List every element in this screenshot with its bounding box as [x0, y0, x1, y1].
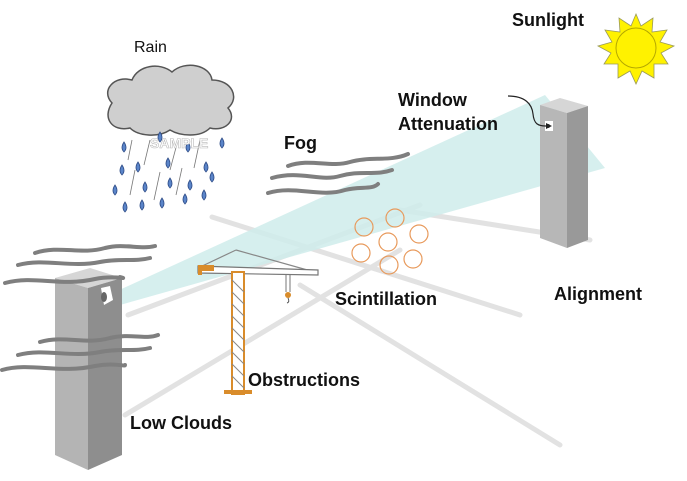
- optical-beam: [115, 95, 605, 305]
- ground-line: [297, 282, 563, 448]
- label-rain: Rain: [134, 39, 167, 56]
- rain-cloud-icon: SAMPLE: [106, 64, 235, 213]
- label-window-attenuation-line1: Window: [398, 90, 467, 110]
- label-alignment: Alignment: [554, 284, 642, 304]
- scintillation-icon: [351, 208, 429, 275]
- ground-lines: [122, 202, 593, 448]
- label-window-attenuation-line2: Attenuation: [398, 114, 498, 134]
- rain-drops: [112, 131, 225, 213]
- label-fog: Fog: [284, 133, 317, 153]
- ground-line: [122, 247, 403, 418]
- sun-icon: [596, 12, 676, 85]
- arrow-icon: [507, 95, 547, 127]
- watermark: SAMPLE: [150, 135, 208, 151]
- fog-icon: [266, 152, 410, 195]
- label-scintillation: Scintillation: [335, 289, 438, 309]
- building-icon: [540, 98, 588, 248]
- label-sunlight: Sunlight: [512, 10, 584, 30]
- fog-icon: [0, 244, 160, 372]
- label-low-clouds: Low Clouds: [130, 413, 232, 433]
- crane-icon: [197, 249, 319, 395]
- label-obstructions: Obstructions: [248, 370, 361, 390]
- rain-streaks: [127, 139, 201, 201]
